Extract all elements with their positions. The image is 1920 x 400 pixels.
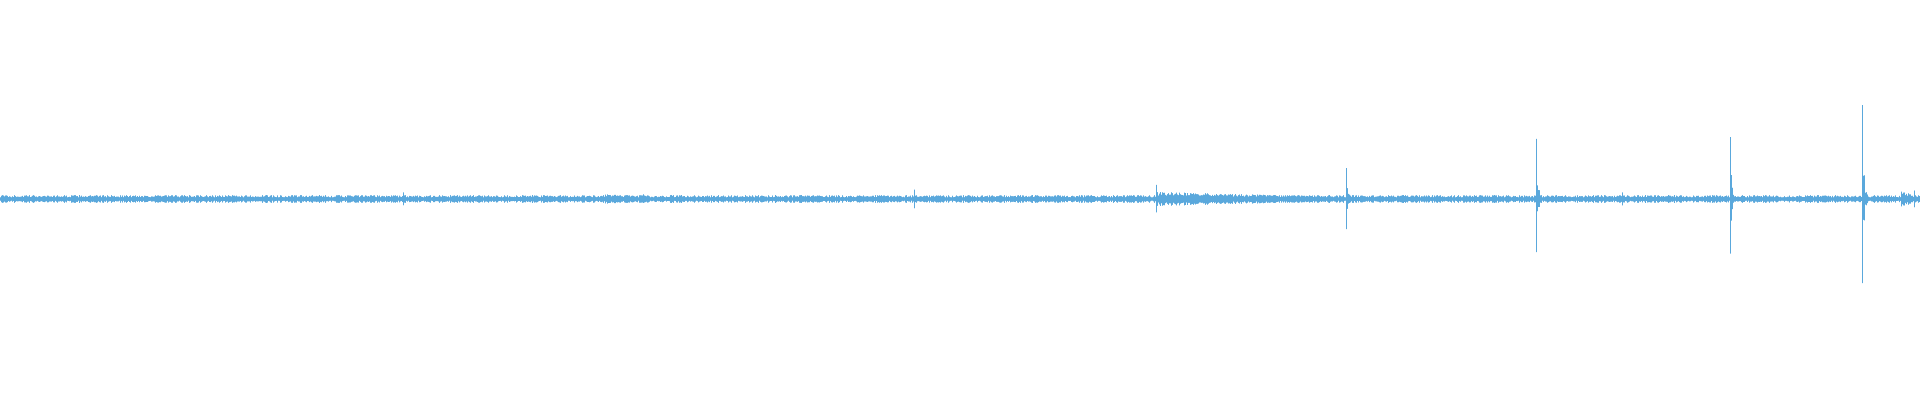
waveform-spike	[1862, 105, 1869, 284]
waveform-spike	[1156, 184, 1160, 213]
waveform-spike	[1914, 190, 1916, 208]
waveform-spike	[1536, 138, 1542, 253]
waveform-spike	[1730, 136, 1736, 254]
waveform-spike	[914, 189, 917, 209]
waveform-spike	[1346, 167, 1350, 230]
waveform-lines	[0, 105, 1920, 284]
waveform-baseline	[0, 191, 1920, 207]
